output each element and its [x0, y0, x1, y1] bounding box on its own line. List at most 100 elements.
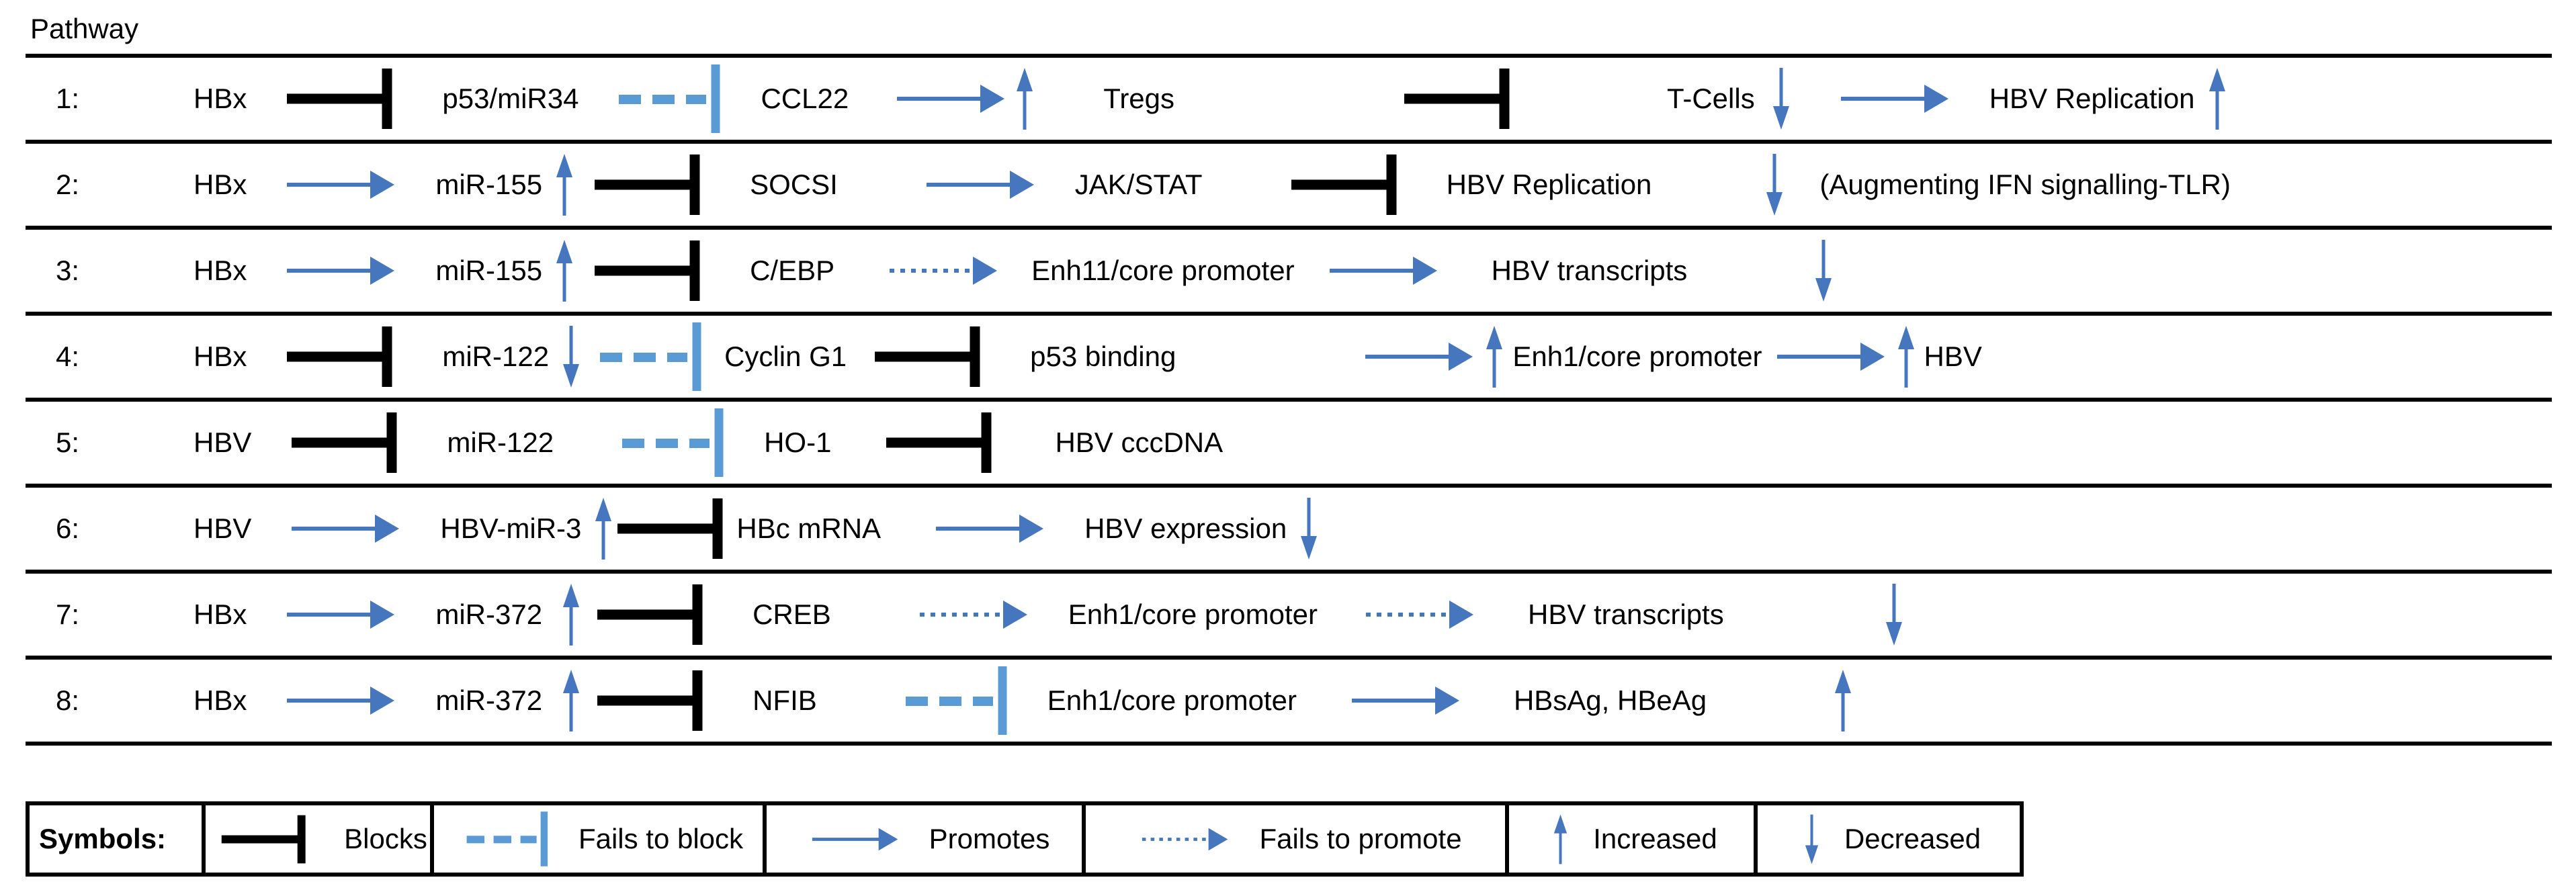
node-label: HBx — [194, 255, 247, 286]
node-label: SOCSI — [750, 169, 838, 200]
node-label: miR-122 — [447, 427, 554, 458]
node-label: HBV Replication — [1446, 169, 1652, 200]
node-label: HBV — [194, 513, 252, 544]
blocks-tbar-icon — [616, 494, 734, 564]
node-label: Enh1/core promoter — [1047, 684, 1297, 716]
blocks-tbar-icon — [286, 322, 403, 392]
node-label: Enh1/core promoter — [1068, 598, 1318, 630]
node-label: HBx — [194, 598, 247, 630]
node-label: CREB — [753, 598, 831, 630]
fails-to-promote-arrow-icon — [1365, 593, 1475, 636]
node-label: miR-372 — [435, 598, 543, 630]
legend-item-label: Promotes — [929, 823, 1050, 854]
node-label: miR-372 — [435, 684, 543, 716]
decreased-arrow-icon — [1293, 496, 1324, 561]
decreased-arrow-icon — [1879, 582, 1909, 647]
legend-header: Symbols: — [30, 805, 206, 873]
node-label: miR-155 — [435, 255, 543, 286]
increased-arrow-icon — [1548, 813, 1573, 865]
decreased-arrow-icon — [1766, 66, 1797, 131]
node-label: JAK/STAT — [1074, 169, 1203, 200]
increased-arrow-icon — [1891, 324, 1922, 389]
blocks-tbar-icon — [220, 811, 314, 867]
fails-to-block-tbar-icon — [466, 809, 549, 869]
node-label: HBV Replication — [1989, 83, 2195, 114]
node-label: (Augmenting IFN signalling-TLR) — [1819, 169, 2231, 200]
increased-arrow-icon — [1009, 66, 1040, 131]
node-label: NFIB — [753, 684, 817, 716]
blocks-tbar-icon — [593, 236, 711, 306]
blocks-tbar-icon — [593, 150, 711, 220]
decreased-arrow-icon — [556, 324, 587, 389]
decreased-arrow-icon — [1759, 152, 1790, 217]
legend-item-fails-promote: Fails to promote — [1086, 805, 1509, 873]
blocks-tbar-icon — [596, 580, 714, 650]
pathway-number: 4: — [56, 341, 80, 372]
promotes-arrow-icon — [286, 163, 396, 206]
increased-arrow-icon — [556, 668, 587, 733]
increased-arrow-icon — [1479, 324, 1510, 389]
promotes-arrow-icon — [811, 822, 900, 856]
node-label: HBx — [194, 83, 247, 114]
node-label: CCL22 — [761, 83, 849, 114]
promotes-arrow-icon — [1776, 335, 1887, 378]
node-label: HBx — [194, 684, 247, 716]
pathway-number: 7: — [56, 598, 80, 630]
node-label: p53/miR34 — [442, 83, 579, 114]
node-label: C/EBP — [750, 255, 835, 286]
increased-arrow-icon — [556, 582, 587, 647]
legend-item-promotes: Promotes — [767, 805, 1086, 873]
increased-arrow-icon — [549, 152, 580, 217]
node-label: Enh1/core promoter — [1512, 341, 1762, 372]
node-label: HBx — [194, 341, 247, 372]
node-label: HBV-miR-3 — [440, 513, 582, 544]
fails-to-block-tbar-icon — [599, 319, 703, 394]
spacer — [0, 746, 2576, 801]
node-label: HBx — [194, 169, 247, 200]
node-label: T-Cells — [1667, 83, 1755, 114]
node-label: HO-1 — [764, 427, 832, 458]
node-label: HBV — [194, 427, 252, 458]
node-label: miR-155 — [435, 169, 543, 200]
pathway-number: 8: — [56, 684, 80, 716]
node-label: Enh11/core promoter — [1031, 255, 1295, 286]
blocks-tbar-icon — [596, 666, 714, 736]
legend-item-blocks: Blocks — [206, 805, 434, 873]
legend-item-label: Fails to block — [578, 823, 744, 854]
promotes-arrow-icon — [1328, 249, 1439, 292]
promotes-arrow-icon — [286, 593, 396, 636]
fails-to-promote-arrow-icon — [888, 249, 999, 292]
legend-item-fails-block: Fails to block — [434, 805, 767, 873]
legend-item-label: Blocks — [344, 823, 427, 854]
fails-to-promote-arrow-icon — [918, 593, 1029, 636]
blocks-tbar-icon — [1290, 150, 1408, 220]
fails-to-block-tbar-icon — [904, 663, 1008, 738]
pathway-number: 2: — [56, 169, 80, 200]
promotes-arrow-icon — [935, 507, 1045, 550]
node-label: miR-122 — [442, 341, 550, 372]
promotes-arrow-icon — [290, 507, 401, 550]
increased-arrow-icon — [588, 496, 619, 561]
legend-item-label: Fails to promote — [1259, 823, 1462, 854]
promotes-arrow-icon — [1840, 77, 1950, 120]
pathway-number: 1: — [56, 83, 80, 114]
promotes-arrow-icon — [286, 249, 396, 292]
symbols-legend: Symbols: Blocks Fails to block Promotes Fail… — [26, 801, 2024, 877]
node-label: HBc mRNA — [736, 513, 882, 544]
increased-arrow-icon — [2202, 66, 2233, 131]
promotes-arrow-icon — [925, 163, 1036, 206]
node-label: HBV cccDNA — [1055, 427, 1223, 458]
promotes-arrow-icon — [1350, 679, 1461, 722]
node-label: Cyclin G1 — [724, 341, 847, 372]
legend-item-up: Increased — [1509, 805, 1758, 873]
node-label: Tregs — [1103, 83, 1175, 114]
blocks-tbar-icon — [885, 408, 1002, 478]
legend-item-down: Decreased — [1758, 805, 2020, 873]
blocks-tbar-icon — [1403, 64, 1520, 134]
blocks-tbar-icon — [873, 322, 991, 392]
